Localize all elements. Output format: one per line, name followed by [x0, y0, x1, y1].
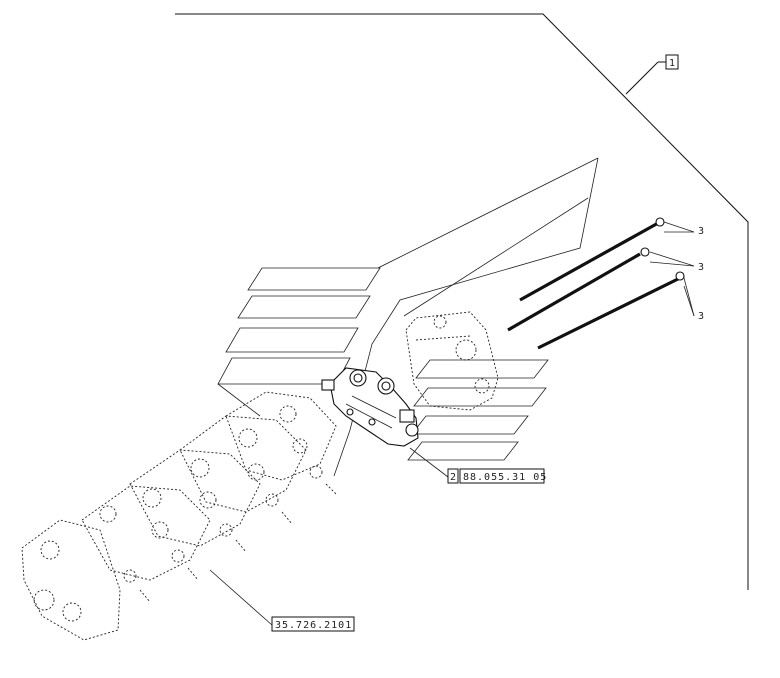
bank-leader-line: [209, 569, 273, 626]
valve-ref-label: 35.726.2101: [275, 620, 352, 631]
assembly-leader-line: [625, 61, 659, 95]
tie-rod-label-1: 3: [698, 226, 705, 237]
item-2-index-label: 2: [450, 472, 457, 483]
rod-nut-1: [655, 217, 665, 227]
item-2-index-box: [447, 468, 459, 484]
assembly-callout-label: 1: [669, 58, 676, 69]
tie-rod-label-2: 3: [698, 262, 705, 273]
item-2-ref-label: 88.055.31 05: [463, 472, 547, 483]
tie-rod-leaders: [649, 221, 695, 317]
control-valve-section: [321, 367, 419, 447]
end-cover-dashed: [405, 311, 499, 411]
item-2-ref-box: [459, 468, 545, 484]
assembly-boundary-line: [175, 13, 749, 590]
rod-nut-2: [640, 247, 650, 257]
rod-nut-3: [675, 271, 685, 281]
assembly-callout-box: [665, 54, 679, 70]
tie-rod-label-3: 3: [698, 311, 705, 322]
valve-ref-box: [271, 616, 355, 632]
tie-rods: [507, 217, 685, 350]
ghost-plates: [217, 157, 599, 477]
valve-leader-line: [409, 447, 449, 478]
valve-bank-dashed: [21, 391, 337, 641]
